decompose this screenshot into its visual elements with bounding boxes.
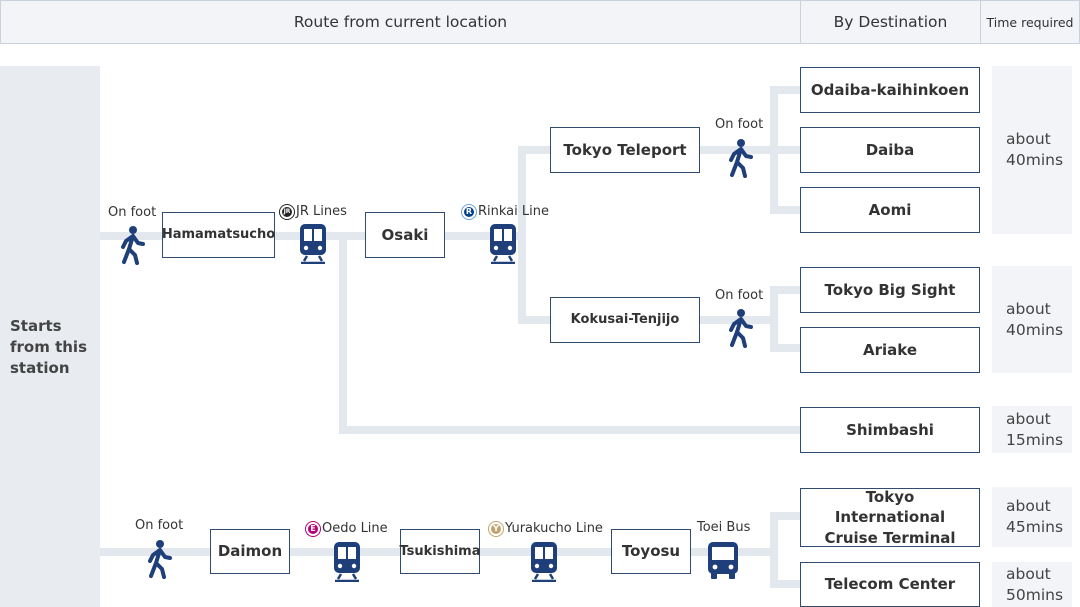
route-line-fan3-vertical [770, 512, 778, 588]
station-toyosu-label: Toyosu [621, 542, 681, 561]
walking-icon [121, 226, 145, 265]
start-label: Starts from this station [10, 317, 87, 377]
destination-shimbashi-label: Shimbashi [846, 420, 934, 439]
route-line-cruise [770, 512, 800, 520]
station-tsukishima[interactable]: Tsukishima [399, 529, 481, 574]
walking-icon [729, 139, 753, 178]
header-route-label: Route from current location [293, 13, 508, 31]
time-group1: about 40mins [992, 66, 1072, 234]
header-route: Route from current location [0, 0, 801, 44]
destination-cruise-terminal[interactable]: Tokyo International Cruise Terminal [800, 488, 980, 547]
mode-label-on-foot-1: On foot [108, 205, 157, 220]
time-group2-value: about 40mins [1006, 299, 1064, 339]
mode-label-on-foot-2: On foot [715, 117, 764, 132]
route-line-shimbashi [339, 426, 800, 434]
mode-label-oedo: E Oedo Line [306, 521, 388, 536]
mode-label-yurakucho: Y Yurakucho Line [489, 521, 603, 536]
walking-icon [148, 540, 172, 579]
destination-shimbashi[interactable]: Shimbashi [800, 407, 980, 453]
time-cruise-value: about 45mins [1006, 497, 1064, 536]
route-line-shimbashi-vertical [339, 236, 347, 434]
station-tokyo-teleport-label: Tokyo Teleport [563, 140, 687, 159]
destination-ariake-label: Ariake [862, 340, 918, 359]
station-toyosu[interactable]: Toyosu [611, 529, 691, 574]
time-telecom: about 50mins [992, 562, 1072, 607]
destination-daiba-label: Daiba [865, 140, 915, 159]
mode-label-oedo-text: Oedo Line [322, 521, 388, 536]
walking-icon [729, 309, 753, 348]
destination-big-sight[interactable]: Tokyo Big Sight [800, 267, 980, 313]
time-shimbashi: about 15mins [992, 406, 1072, 453]
station-daimon[interactable]: Daimon [210, 529, 290, 574]
time-cruise: about 45mins [992, 487, 1072, 547]
destination-aomi[interactable]: Aomi [800, 187, 980, 233]
jr-badge-letter: JR [283, 208, 291, 215]
route-line-kokusai [518, 316, 550, 324]
oedo-badge-letter: E [310, 524, 316, 533]
train-icon [300, 224, 326, 264]
mode-label-jr-text: JR Lines [296, 204, 347, 219]
destination-odaiba[interactable]: Odaiba-kaihinkoen [800, 67, 980, 113]
mode-label-jr: JR JR Lines [280, 204, 347, 219]
header-destination-label: By Destination [833, 13, 948, 31]
yurakucho-badge-letter: Y [493, 524, 499, 533]
station-tsukishima-label: Tsukishima [399, 543, 481, 559]
mode-label-on-foot-3: On foot [715, 288, 764, 303]
station-osaki-label: Osaki [381, 225, 429, 244]
station-tokyo-teleport[interactable]: Tokyo Teleport [550, 127, 700, 173]
time-telecom-value: about 50mins [1006, 564, 1064, 604]
bus-icon [708, 542, 738, 579]
mode-label-rinkai-text: Rinkai Line [478, 204, 549, 219]
mode-label-rinkai: R Rinkai Line [462, 204, 549, 219]
rinkai-badge-icon: R [462, 204, 476, 219]
time-shimbashi-value: about 15mins [1006, 409, 1064, 449]
route-line-fan2-vertical [770, 286, 778, 352]
mode-label-on-foot-4: On foot [135, 518, 184, 533]
yurakucho-badge-icon: Y [489, 521, 503, 536]
station-kokusai-tenjijo-label: Kokusai-Tenjijo [570, 312, 680, 328]
station-hamamatsucho-label: Hamamatsucho [161, 227, 276, 243]
start-panel [0, 66, 100, 607]
mode-label-yurakucho-text: Yurakucho Line [505, 521, 603, 536]
header-time: Time required [980, 0, 1080, 44]
time-group1-value: about 40mins [1006, 130, 1064, 169]
station-kokusai-tenjijo[interactable]: Kokusai-Tenjijo [550, 297, 700, 343]
destination-ariake[interactable]: Ariake [800, 327, 980, 373]
station-hamamatsucho[interactable]: Hamamatsucho [162, 212, 275, 258]
oedo-badge-icon: E [306, 521, 320, 536]
route-line-daiba [770, 146, 800, 154]
train-icon [334, 542, 360, 582]
jr-badge-icon: JR [280, 204, 294, 219]
destination-cruise-terminal-label: Tokyo International Cruise Terminal [824, 488, 956, 547]
destination-big-sight-label: Tokyo Big Sight [824, 280, 956, 299]
destination-odaiba-label: Odaiba-kaihinkoen [810, 80, 970, 99]
station-daimon-label: Daimon [217, 542, 283, 561]
station-osaki[interactable]: Osaki [365, 212, 445, 258]
mode-label-toei-bus: Toei Bus [697, 520, 751, 535]
route-line-telecom [770, 580, 800, 588]
destination-daiba[interactable]: Daiba [800, 127, 980, 173]
route-line-teleport [518, 146, 550, 154]
route-line-odaiba [770, 86, 800, 94]
route-line-aomi [770, 206, 800, 214]
destination-telecom-center-label: Telecom Center [824, 575, 956, 594]
rinkai-badge-letter: R [465, 207, 473, 216]
train-icon [490, 224, 516, 264]
train-icon [531, 542, 557, 582]
header-time-label: Time required [986, 14, 1074, 30]
route-line-bigsight [770, 286, 800, 294]
destination-telecom-center[interactable]: Telecom Center [800, 562, 980, 607]
header-destination: By Destination [800, 0, 981, 44]
time-group2: about 40mins [992, 266, 1072, 373]
destination-aomi-label: Aomi [868, 200, 912, 219]
route-line-ariake [770, 344, 800, 352]
route-line-branch-vertical [518, 146, 526, 324]
